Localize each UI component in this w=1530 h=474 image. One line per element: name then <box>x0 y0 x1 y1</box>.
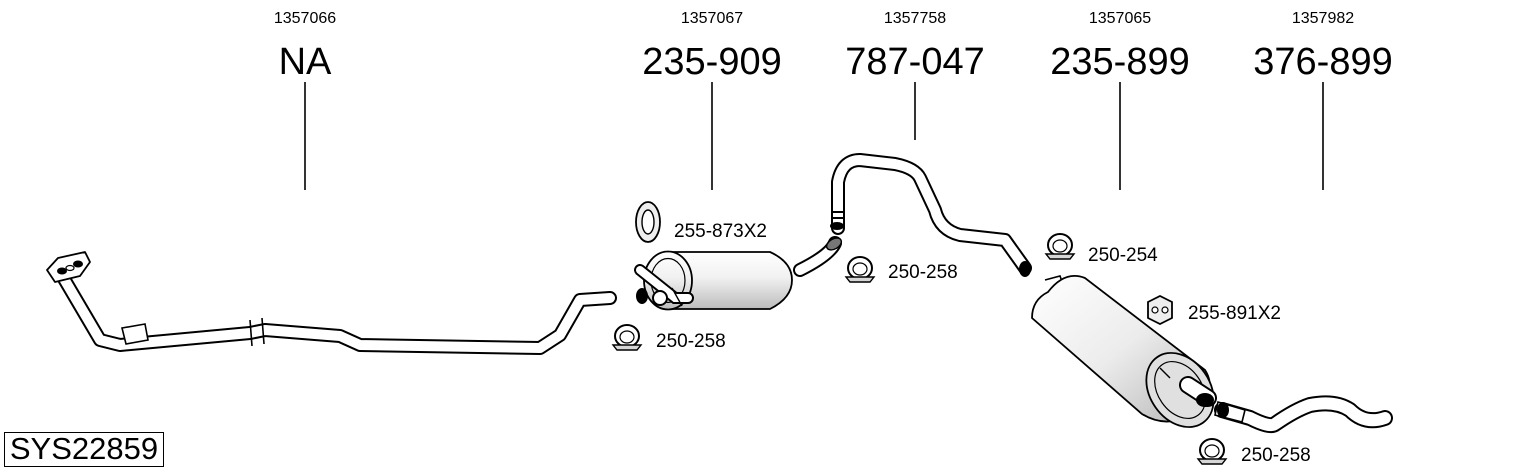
column-3: 1357758 787-047 <box>845 10 985 140</box>
intermediate-pipe <box>830 153 1032 277</box>
accessory-250-258-c: 250-258 <box>1196 438 1311 466</box>
rear-silencer <box>1031 274 1217 428</box>
column-ref: 1357065 <box>1089 10 1151 27</box>
accessory-label: 255-891X2 <box>1188 303 1281 324</box>
accessory-250-258-b: 250-258 <box>611 324 726 352</box>
column-code: 235-899 <box>1050 41 1189 83</box>
accessory-label: 255-873X2 <box>674 221 767 242</box>
column-code: NA <box>279 41 332 83</box>
system-code-label: SYS22859 <box>4 432 164 467</box>
pipe-clamp-icon <box>611 324 643 351</box>
column-code: 787-047 <box>845 41 984 83</box>
pipe-clamp-icon <box>1044 233 1076 260</box>
accessory-label: 250-258 <box>656 331 726 352</box>
column-5: 1357982 376-899 <box>1253 10 1393 190</box>
column-ref: 1357066 <box>274 10 336 27</box>
accessory-label: 250-258 <box>1241 445 1311 466</box>
column-2: 1357067 235-909 <box>642 10 782 190</box>
front-silencer <box>634 236 843 311</box>
accessory-250-258-a: 250-258 <box>844 256 958 283</box>
front-pipe <box>46 251 617 355</box>
column-ref: 1357982 <box>1292 10 1354 27</box>
rubber-hanger-ring-icon <box>635 201 661 243</box>
column-code: 376-899 <box>1253 41 1392 83</box>
rubber-mount-icon <box>1147 294 1173 326</box>
accessory-label: 250-254 <box>1088 245 1158 266</box>
accessory-255-891x2: 255-891X2 <box>1147 294 1281 326</box>
column-1: 1357066 NA <box>274 10 336 190</box>
accessory-label: 250-258 <box>888 262 958 283</box>
column-4: 1357065 235-899 <box>1050 10 1190 190</box>
column-code: 235-909 <box>642 41 781 83</box>
column-ref: 1357067 <box>681 10 743 27</box>
pipe-clamp-icon <box>844 256 876 283</box>
column-ref: 1357758 <box>884 10 946 27</box>
pipe-clamp-icon <box>1196 438 1228 465</box>
flange-icon <box>46 251 91 283</box>
accessory-255-873x2: 255-873X2 <box>635 201 767 243</box>
accessory-250-254: 250-254 <box>1044 233 1158 266</box>
tail-pipe <box>1214 395 1393 434</box>
